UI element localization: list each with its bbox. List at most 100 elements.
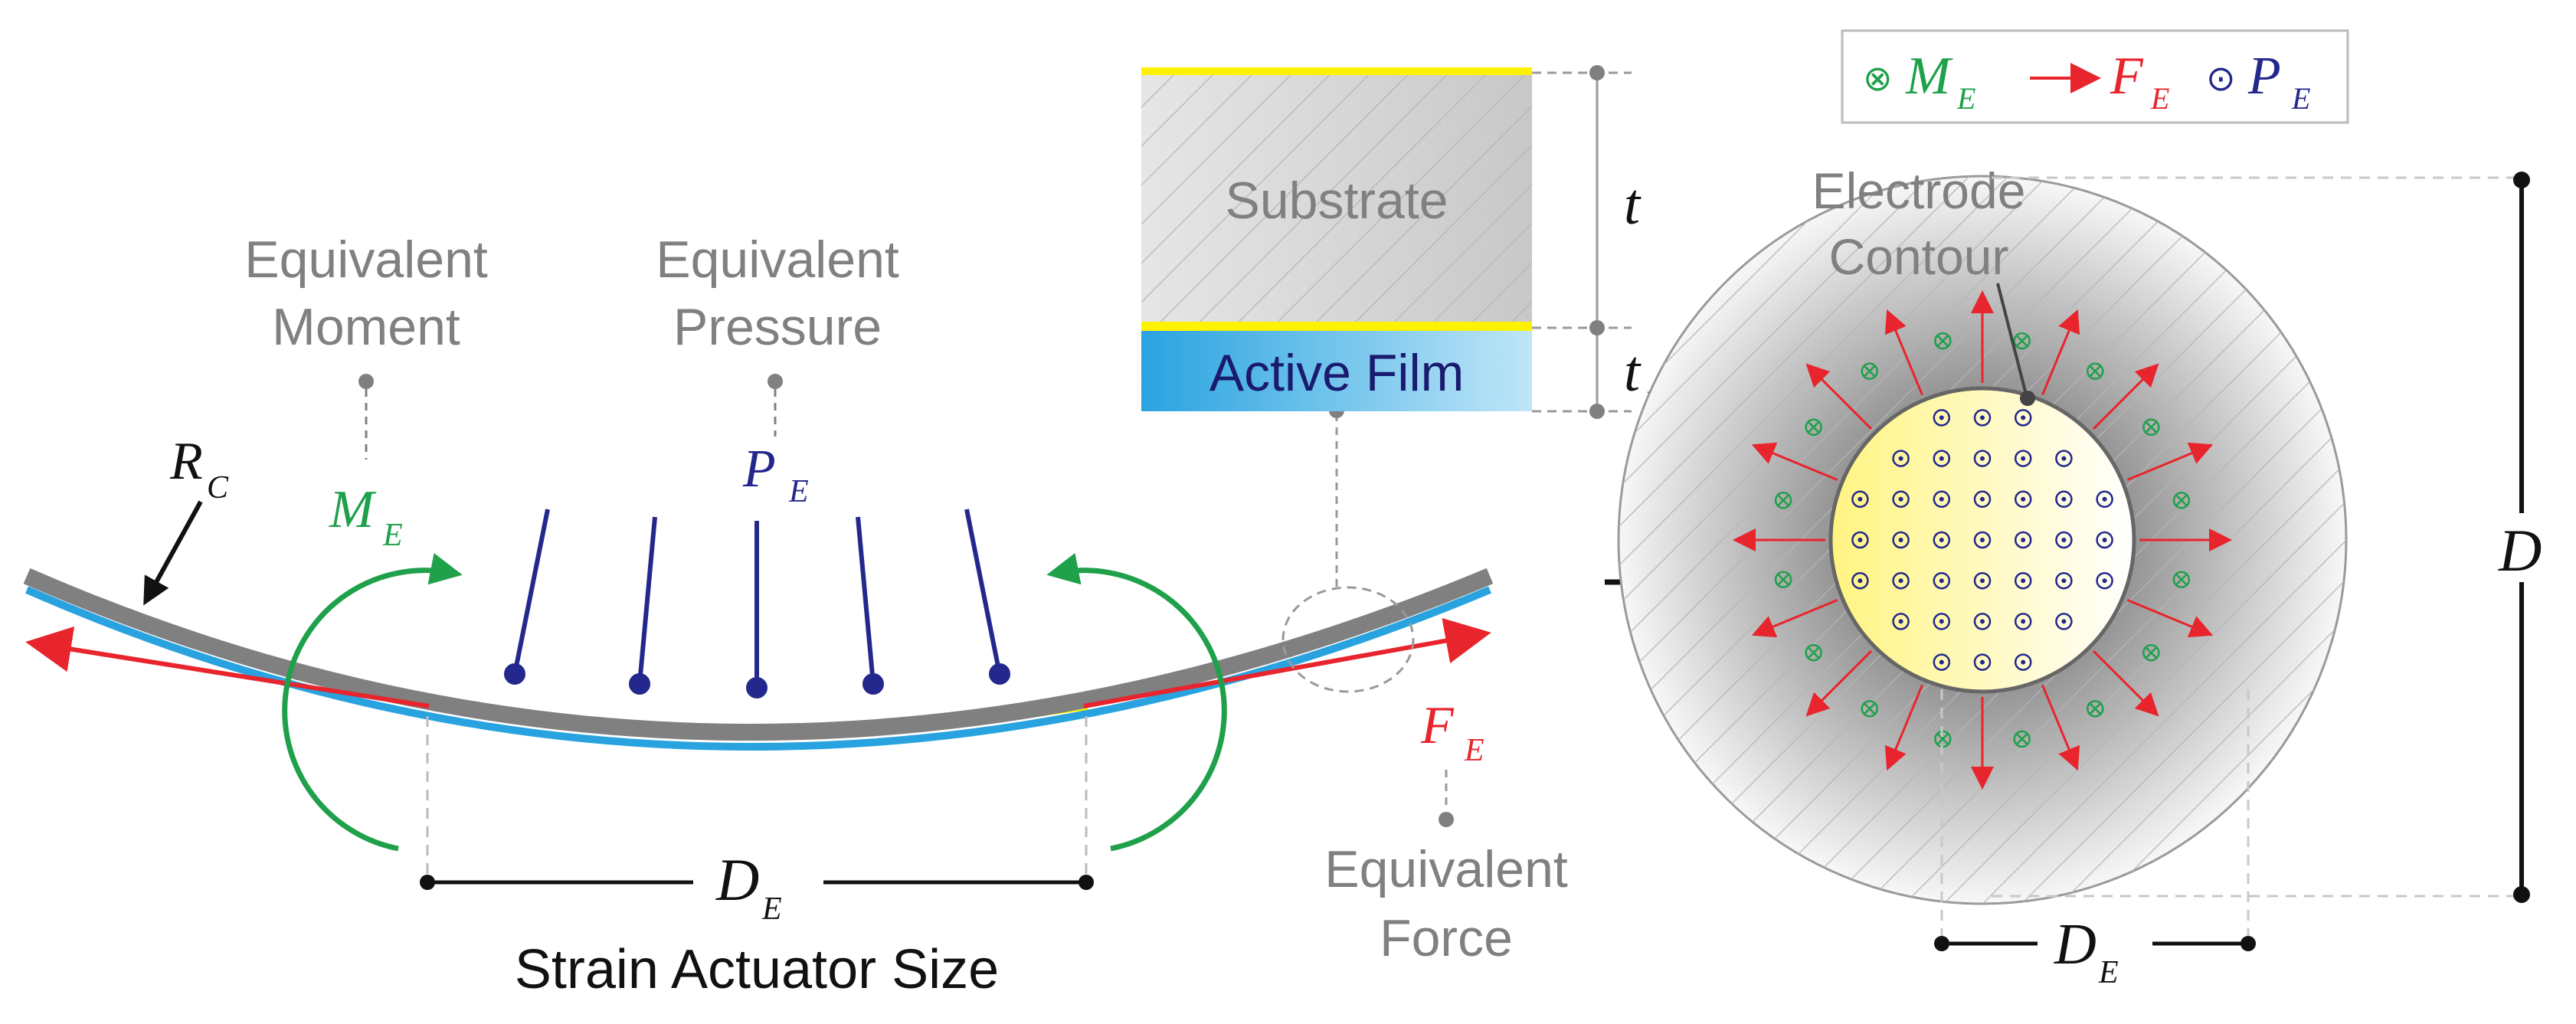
pressure-dot [1973,571,1992,590]
radial-force-arrows [1733,290,2232,790]
force-arrow-right [1083,618,1491,708]
pressure-dot [2014,571,2032,590]
moment-arc-right [1046,553,1227,852]
pressure-dot [1973,490,1992,509]
radial-force-arrow [1805,649,1873,717]
radius-symbol: R [169,432,203,491]
equivalent-moment-arcs [282,553,1227,852]
pressure-dot [1851,490,1869,509]
pressure-subscript: E [788,474,809,509]
pressure-dot [1892,571,1910,590]
force-label-line2: Force [1380,909,1513,967]
electrode-contour-line1: Electrode [1812,162,2026,219]
plate-diameter-symbol: D [2498,517,2542,584]
active-film-label: Active Film [1209,344,1464,402]
radial-force-arrow [1884,309,1923,396]
radial-force-arrow [1751,599,1838,638]
radial-force-arrow [2092,649,2159,717]
substrate-layer [23,568,1494,741]
radial-force-arrow [2041,684,2080,771]
pressure-dot-grid [1851,409,2113,671]
film-thickness-symbol: t [1624,339,1642,404]
electrode-diameter-dimension: D E [1934,689,2256,990]
pressure-symbol: P [742,440,776,499]
pressure-dot [1933,571,1951,590]
pressure-dot [1973,531,1992,549]
legend-pressure-symbol: P [2247,47,2281,106]
electrode-diameter-subscript: E [2098,955,2119,990]
moment-mark [1774,571,1792,588]
pressure-dot [1933,490,1951,509]
radius-subscript: C [207,470,229,505]
actuator-size-dimension: D E Strain Actuator Size [420,716,1094,1000]
pressure-dot [2014,531,2032,549]
moment-mark [2172,571,2191,588]
legend-pressure-glyph: ⊙ [2206,57,2236,99]
moment-marks [1774,332,2191,748]
force-symbol: F [1420,696,1455,755]
pressure-dot [1973,653,1992,671]
radial-force-arrow [1751,442,1838,481]
moment-mark [2142,643,2160,662]
legend-force-subscript: E [2150,81,2169,116]
legend-force-symbol: F [2110,47,2144,106]
moment-mark [2013,332,2031,350]
moment-symbol: M [329,480,377,539]
substrate-label: Substrate [1225,172,1448,230]
pressure-dot [2055,490,2073,509]
moment-mark [2172,492,2191,509]
active-film-block [1141,331,1532,411]
moment-arc-left [282,553,463,852]
moment-mark [2086,362,2104,380]
pressure-dot [1892,531,1910,549]
equivalent-force-arrows [25,618,1491,708]
legend-moment-symbol: M [1905,47,1953,106]
equivalent-pressure-lines [504,509,1010,698]
pressure-label-line1: Equivalent [656,231,899,289]
equivalent-force-callout: F E Equivalent Force [1281,403,1568,967]
plate-diameter-dimension: D [1992,172,2551,903]
pressure-dot [1973,450,1992,467]
pressure-dot [1933,653,1951,671]
equivalent-moment-callout: Equivalent Moment M E [244,231,488,553]
moment-mark [1861,700,1879,718]
pressure-dot [1892,613,1910,630]
pressure-dot [1933,531,1951,549]
legend-moment-subscript: E [1956,81,1975,116]
moment-mark [1861,362,1879,380]
moment-mark [2142,418,2160,437]
pressure-dot [2055,450,2073,467]
pressure-dot [1851,571,1869,590]
equivalent-pressure-callout: Equivalent Pressure P E [656,231,899,509]
electrode-contour-callout: Electrode Contour [1812,162,2035,406]
force-subscript: E [1464,733,1484,768]
pressure-dot [2014,490,2032,509]
substrate-thickness-symbol: t [1624,172,1642,237]
legend-box: ⊗ M E F E ⊙ P E [1841,29,2349,124]
moment-mark [1805,418,1822,437]
radial-force-arrow [2041,309,2080,396]
pressure-dot [2014,613,2032,630]
pressure-dot [2055,531,2073,549]
pressure-dot [2096,531,2113,549]
pressure-dot [1973,613,1992,630]
pressure-dot [1933,409,1951,427]
moment-label-line1: Equivalent [244,231,488,289]
actuator-size-subscript: E [761,892,782,927]
moment-mark [2086,700,2104,718]
radial-force-arrow [2092,363,2159,430]
moment-subscript: E [382,518,403,553]
pressure-dot [1892,450,1910,467]
force-arrow-left [25,626,430,708]
pressure-dot [1973,409,1992,427]
legend-moment-glyph: ⊗ [1863,57,1893,99]
moment-mark [1934,332,1952,350]
moment-mark [2013,730,2031,748]
layer-stack: Substrate Active Film t t p [1141,65,1662,419]
pressure-dot [2014,409,2032,427]
pressure-dot [2014,653,2032,671]
moment-mark [1805,643,1822,662]
radial-force-arrow [1805,363,1873,430]
pressure-dot [1892,490,1910,509]
